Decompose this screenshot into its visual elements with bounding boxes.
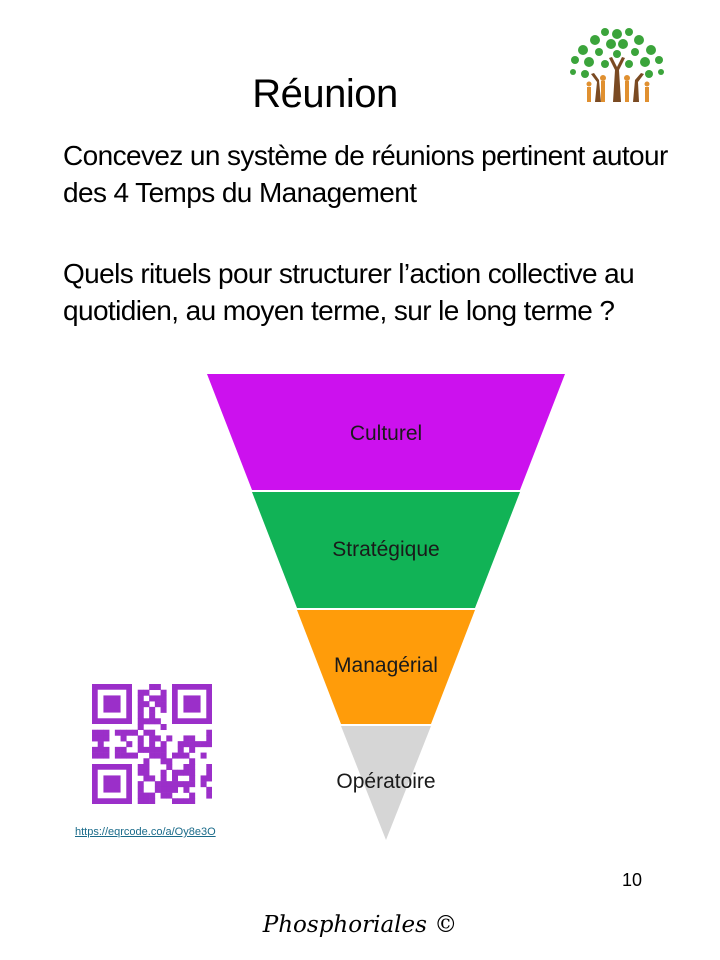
- question-text: Quels rituels pour structurer l’action c…: [63, 258, 635, 326]
- funnel-label-managerial: Managérial: [334, 654, 438, 677]
- qr-link[interactable]: https://eqrcode.co/a/Oy8e3O: [75, 826, 216, 838]
- page-number: 10: [622, 870, 643, 890]
- funnel-level-managerial: [297, 610, 475, 724]
- qr-code[interactable]: [92, 684, 212, 804]
- footer-brand: Phosphoriales ©: [262, 912, 458, 938]
- slide-title: Réunion: [252, 72, 398, 116]
- management-funnel: Culturel Stratégique Managérial Opératoi…: [207, 374, 565, 840]
- tree-people-logo-icon: [570, 28, 664, 102]
- funnel-label-operatoire: Opératoire: [336, 770, 435, 793]
- funnel-label-strategique: Stratégique: [332, 538, 439, 561]
- funnel-level-strategique: [252, 492, 520, 608]
- funnel-level-operatoire: [341, 726, 431, 840]
- funnel-label-culturel: Culturel: [350, 422, 422, 445]
- instruction-text: Concevez un système de réunions pertinen…: [63, 140, 668, 208]
- funnel-level-culturel: [207, 374, 565, 490]
